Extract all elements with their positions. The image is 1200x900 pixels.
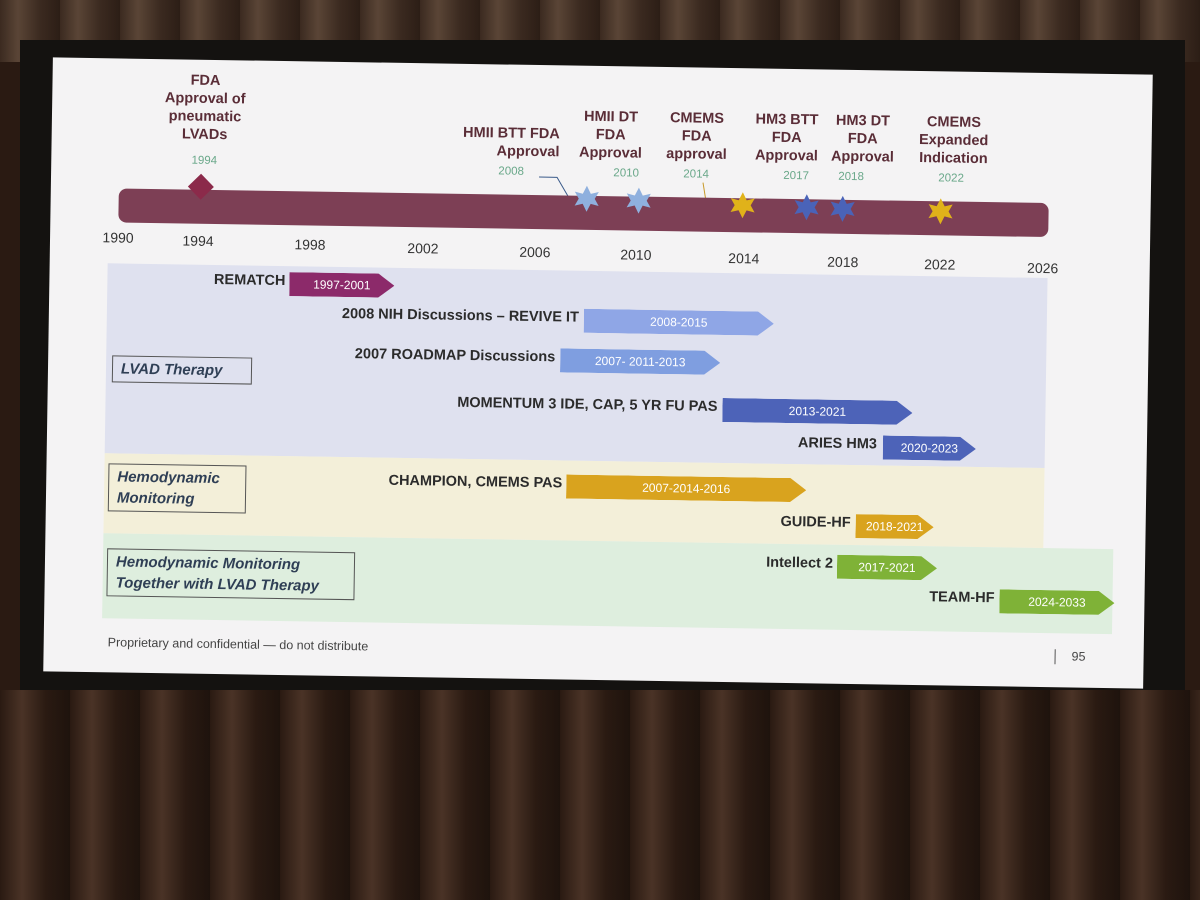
program-bar-intellect-2: 2017-2021 xyxy=(837,555,937,581)
axis-year: 2022 xyxy=(924,256,956,273)
program-bar-rematch: 1997-2001 xyxy=(289,272,394,298)
program-label-team-hf: TEAM-HF xyxy=(929,589,995,607)
category-hemodynamic-monitoring: Hemodynamic Monitoring xyxy=(107,463,247,514)
star-icon xyxy=(830,195,855,222)
axis-year: 2006 xyxy=(519,243,551,261)
diamond-icon xyxy=(187,173,214,200)
axis-year: 1998 xyxy=(294,236,326,253)
footer-divider xyxy=(1054,649,1056,665)
program-label-rematch: REMATCH xyxy=(213,271,286,290)
category-lvad-therapy: LVAD Therapy xyxy=(111,355,253,385)
presentation-slide: FDA Approval of pneumatic LVADs 1994 HMI… xyxy=(43,57,1153,689)
axis-year: 1994 xyxy=(182,232,214,249)
program-bar-team-hf: 2024-2033 xyxy=(999,589,1114,615)
star-icon xyxy=(794,194,819,221)
axis-year: 1990 xyxy=(102,229,134,246)
star-icon xyxy=(574,185,599,212)
program-label-aries-hm3: ARIES HM3 xyxy=(797,435,878,453)
axis-year: 2002 xyxy=(407,239,439,257)
stage-curtain-bottom xyxy=(0,690,1200,900)
star-icon xyxy=(730,192,755,219)
star-icon xyxy=(626,187,651,214)
program-bar-roadmap: 2007- 2011-2013 xyxy=(560,348,720,375)
page-number: 95 xyxy=(1071,649,1086,664)
program-bar-aries-hm3: 2020-2023 xyxy=(883,435,976,460)
axis-year: 2018 xyxy=(827,253,859,271)
axis-year: 2026 xyxy=(1027,259,1059,277)
milestone-markers xyxy=(187,173,953,225)
program-label-intellect-2: Intellect 2 xyxy=(766,554,834,572)
connector-2008 xyxy=(539,176,570,198)
program-bar-revive-it: 2008-2015 xyxy=(584,309,774,336)
category-combined: Hemodynamic Monitoring Together with LVA… xyxy=(106,548,356,601)
axis-year: 2014 xyxy=(728,250,760,267)
program-label-guide-hf: GUIDE-HF xyxy=(780,513,851,531)
program-bar-champion: 2007-2014-2016 xyxy=(566,475,806,503)
confidentiality-notice: Proprietary and confidential — do not di… xyxy=(107,635,369,654)
axis-year: 2010 xyxy=(620,246,652,263)
program-bar-momentum-3: 2013-2021 xyxy=(722,398,912,425)
star-icon xyxy=(928,198,953,225)
